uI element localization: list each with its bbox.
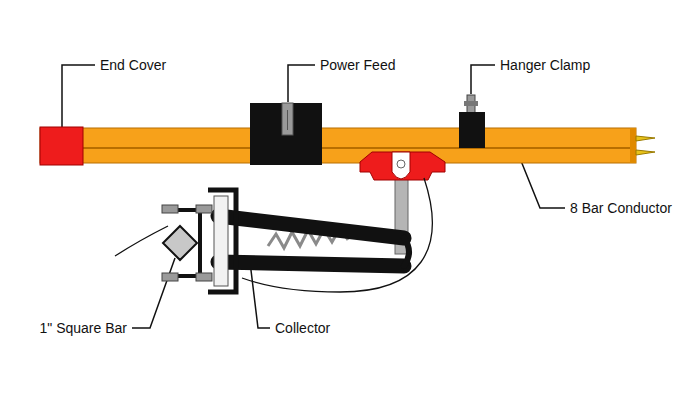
end-cover: [40, 127, 83, 165]
part-label: End Cover: [100, 58, 166, 72]
part-label: Collector: [275, 321, 330, 335]
collector-shoe: [360, 152, 445, 180]
part-label: 8 Bar Conductor: [570, 201, 672, 215]
part-label: Power Feed: [320, 58, 395, 72]
collector-arms: [218, 216, 409, 266]
part-label: Hanger Clamp: [500, 58, 590, 72]
leader-lines: [62, 65, 565, 328]
power-feed: [250, 103, 322, 165]
hanger-clamp: [459, 95, 485, 148]
conductor-bar: [40, 128, 655, 163]
part-label: 1" Square Bar: [40, 321, 127, 335]
square-bar: [163, 226, 197, 260]
mounting-bracket: [162, 190, 236, 292]
wires: [115, 178, 432, 292]
